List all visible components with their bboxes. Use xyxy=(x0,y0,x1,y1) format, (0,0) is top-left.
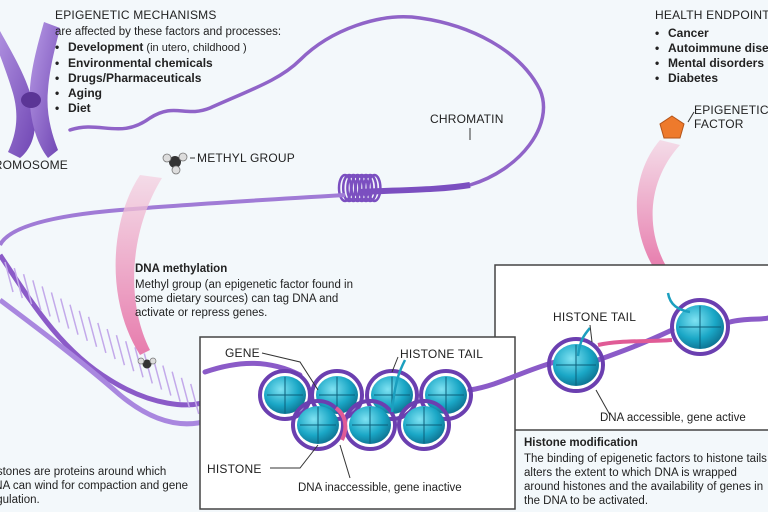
coil-ring xyxy=(367,173,382,203)
chromatin-fiber xyxy=(68,15,546,187)
nucleosome-icon xyxy=(547,337,605,393)
dna-inaccessible-segment xyxy=(334,406,348,441)
nucleosome-icon xyxy=(291,399,345,451)
mechanism-item: Development (in utero, childhood ) xyxy=(55,40,247,56)
base-pair-rung xyxy=(171,371,181,402)
gene-label: GENE xyxy=(225,346,260,360)
health-title: HEALTH ENDPOINTS xyxy=(655,8,768,22)
histone-tail-leader xyxy=(391,356,399,373)
histones-note: Histones are proteins around which DNA c… xyxy=(0,466,189,506)
dna-strand-closeup xyxy=(202,315,768,393)
dna-accessible-segment xyxy=(597,338,673,347)
base-pair-rung xyxy=(41,286,51,317)
base-pair-rung xyxy=(22,273,33,305)
histone-tail-right-leader xyxy=(589,324,593,343)
epigenetic-factor-arrow xyxy=(636,140,680,270)
base-pair-rung xyxy=(152,359,163,390)
base-pair-rung xyxy=(87,316,98,348)
chromatin-coil-icon xyxy=(337,173,471,203)
base-pair-rung xyxy=(78,310,89,341)
mechanism-item: Environmental chemicals xyxy=(55,56,247,71)
methyl-group-on-dna-icon xyxy=(137,357,157,369)
nucleosome-icon xyxy=(258,369,312,421)
base-pair-rung xyxy=(13,267,24,299)
base-pair-rung xyxy=(180,377,191,409)
base-pair-rung xyxy=(32,280,42,311)
chromosome-label: CHROMOSOME xyxy=(0,158,68,172)
mechanisms-list: Development (in utero, childhood )Enviro… xyxy=(55,40,247,116)
histone-tail-right xyxy=(576,327,591,357)
histone-tail-left xyxy=(390,359,407,413)
histone-label: HISTONE xyxy=(207,462,262,476)
health-list: CancerAutoimmune diseaseMental disorders… xyxy=(655,26,768,86)
accessible-leader xyxy=(595,389,611,416)
accessible-caption: DNA accessible, gene active xyxy=(600,412,746,424)
histone-leader xyxy=(270,444,319,469)
nucleosome-icon xyxy=(397,399,451,451)
health-endpoint-item: Cancer xyxy=(655,26,768,41)
epigenetic-factor-label-2: FACTOR xyxy=(694,117,744,131)
inaccessible-caption: DNA inaccessible, gene inactive xyxy=(298,482,462,494)
factor-leader xyxy=(687,111,695,123)
histone-tail-factor xyxy=(666,292,691,314)
dna-double-helix xyxy=(0,193,346,427)
histone-modification-title: Histone modification xyxy=(524,437,638,449)
base-pair-rung xyxy=(59,298,70,329)
mechanism-item: Drugs/Pharmaceuticals xyxy=(55,71,247,86)
coil-ring xyxy=(362,173,378,203)
base-pair-rung xyxy=(97,322,107,354)
mechanism-item: Aging xyxy=(55,86,247,101)
histone-tail-right-label: HISTONE TAIL xyxy=(553,310,637,324)
methylation-arrow xyxy=(115,175,162,355)
base-pair-rung xyxy=(69,304,79,335)
nucleosome-icon xyxy=(343,399,397,451)
health-endpoint-item: Diabetes xyxy=(655,71,768,86)
base-pair-rung xyxy=(4,261,14,293)
dna-methylation-title: DNA methylation xyxy=(135,263,228,275)
methyl-group-icon xyxy=(162,152,188,175)
epigenetic-factor-label-1: EPIGENETIC xyxy=(694,103,768,117)
health-endpoint-item: Autoimmune disease xyxy=(655,41,768,56)
chromosome-icon xyxy=(0,22,60,158)
base-pair-rung xyxy=(106,328,116,360)
chromatin-label: CHROMATIN xyxy=(430,112,504,126)
nucleosome-icon xyxy=(670,298,730,356)
base-pair-rung xyxy=(189,383,200,415)
base-pair-rung xyxy=(115,334,126,366)
mechanisms-subtitle: are affected by these factors and proces… xyxy=(55,26,282,38)
histone-modification-body: The binding of epigenetic factors to his… xyxy=(524,453,767,507)
dna-methylation-body: Methyl group (an epigenetic factor found… xyxy=(135,279,353,319)
health-endpoint-item: Mental disorders xyxy=(655,56,768,71)
mechanism-item: Diet xyxy=(55,101,247,116)
base-pair-rung xyxy=(50,292,61,323)
base-pair-rung xyxy=(124,341,135,372)
epigenetic-factor-icon xyxy=(659,115,685,139)
base-pair-rung xyxy=(162,365,172,396)
coil-ring xyxy=(358,173,374,203)
gene-leader xyxy=(261,352,319,391)
base-pair-rung xyxy=(143,353,154,384)
methyl-group-label: METHYL GROUP xyxy=(197,151,295,165)
mechanisms-title: EPIGENETIC MECHANISMS xyxy=(55,8,217,22)
histone-tail-label: HISTONE TAIL xyxy=(400,347,484,361)
caption-leader xyxy=(339,444,351,479)
